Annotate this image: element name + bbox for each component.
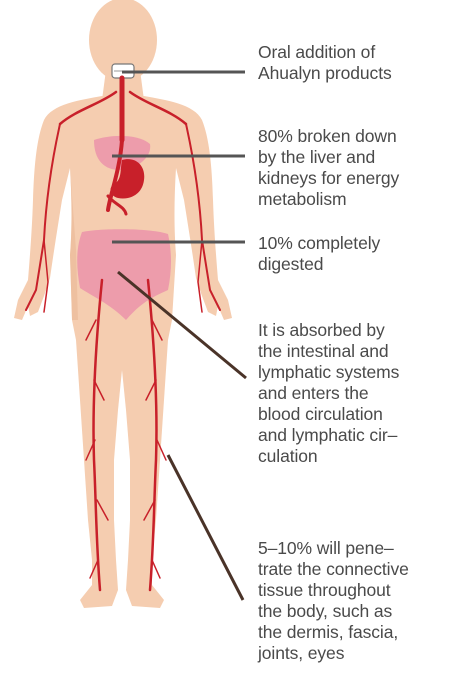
- annotation-liver: 80% broken down by the liver and kidneys…: [258, 126, 456, 210]
- annotation-oral: Oral addition of Ahualyn products: [258, 42, 456, 84]
- pointer-tissue: [168, 455, 243, 600]
- annotation-absorbed: It is absorbed by the intestinal and lym…: [258, 320, 456, 467]
- annotation-tissue: 5–10% will pene– trate the connective ti…: [258, 538, 456, 664]
- annotation-digested: 10% completely digested: [258, 233, 456, 275]
